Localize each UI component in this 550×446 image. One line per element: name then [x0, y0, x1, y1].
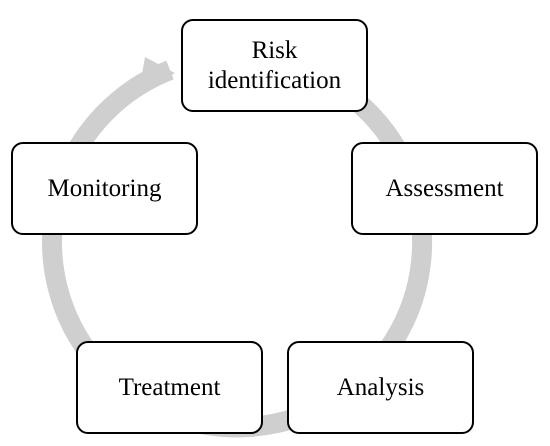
node-label-risk-identification: Risk identification	[207, 36, 342, 94]
cycle-arrowhead	[138, 57, 175, 97]
node-treatment: Treatment	[76, 341, 263, 434]
node-label-assessment: Assessment	[385, 174, 504, 202]
node-assessment: Assessment	[351, 142, 538, 235]
node-monitoring: Monitoring	[11, 142, 198, 235]
node-label-treatment: Treatment	[118, 373, 221, 401]
node-label-monitoring: Monitoring	[47, 174, 162, 202]
node-label-analysis: Analysis	[336, 373, 425, 401]
node-analysis: Analysis	[287, 341, 474, 434]
node-risk-identification: Risk identification	[181, 19, 368, 112]
